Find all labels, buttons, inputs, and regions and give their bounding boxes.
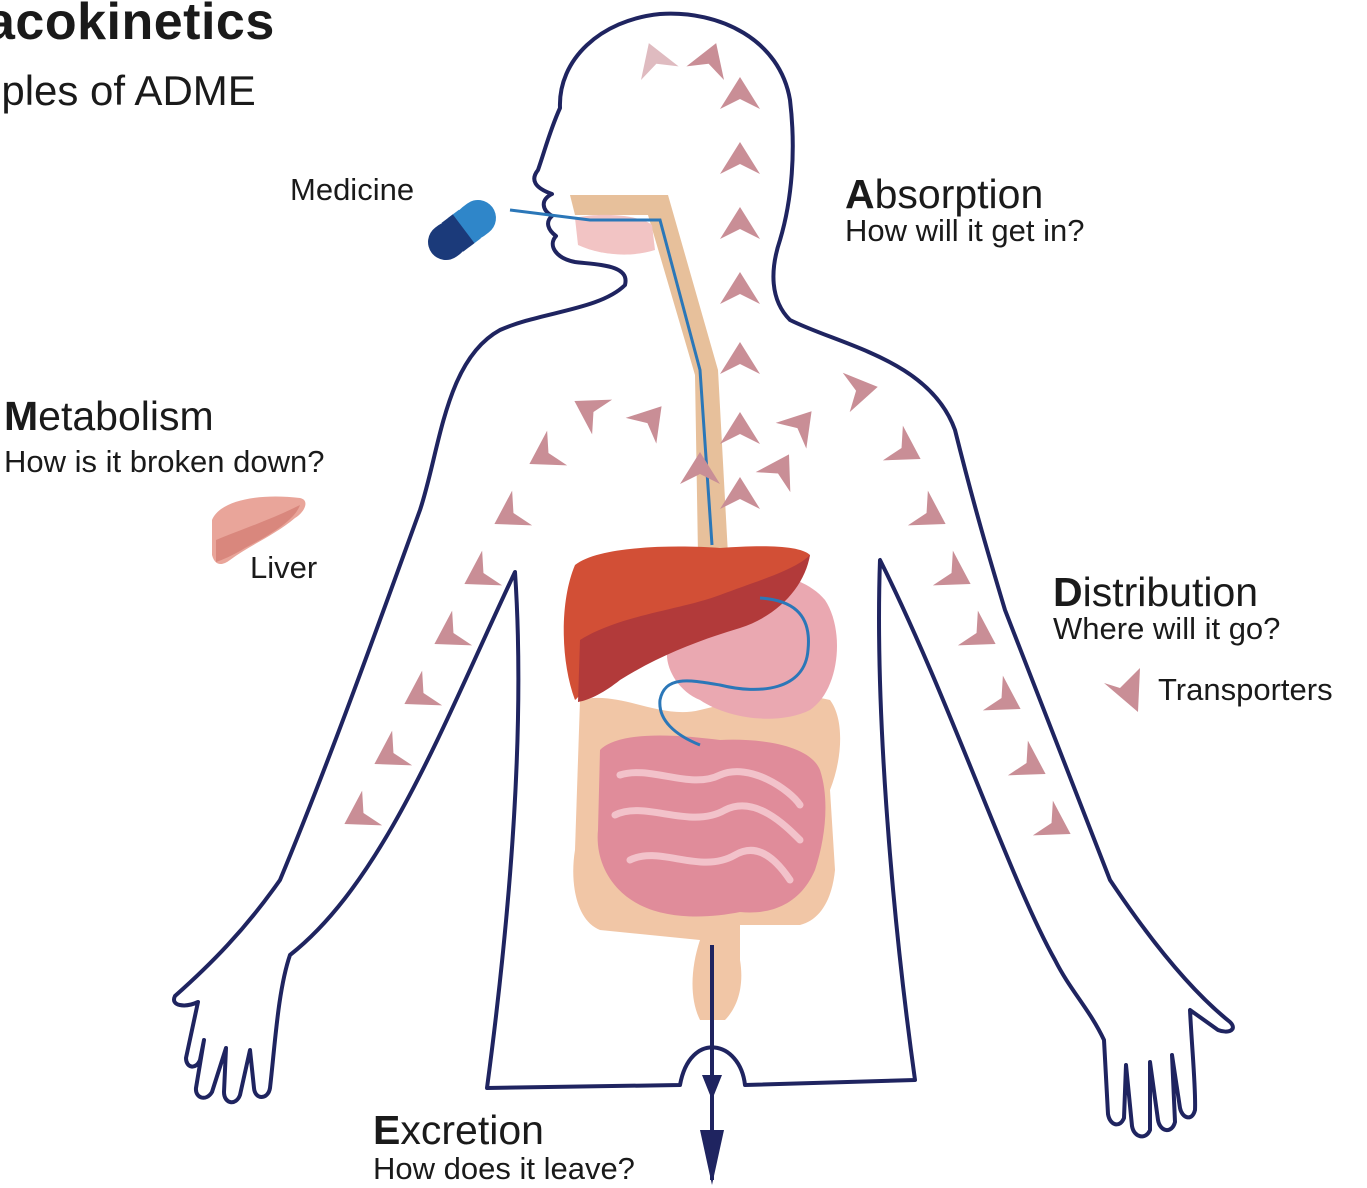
absorption-heading: Absorption — [845, 174, 1043, 215]
metabolism-rest: etabolism — [38, 393, 213, 439]
excretion-question: How does it leave? — [373, 1153, 635, 1184]
transporter-chevron-icon — [1008, 741, 1056, 792]
transporter-chevron-icon — [720, 272, 760, 304]
transporter-chevron-icon — [843, 367, 881, 412]
excretion-arrow-2 — [700, 1130, 724, 1185]
transporter-chevron-icon — [484, 491, 532, 542]
metabolism-question: How is it broken down? — [4, 446, 325, 477]
transporter-chevron-icon — [720, 77, 760, 109]
medicine-pill-icon — [421, 193, 503, 267]
page-subtitle: iples of ADME — [0, 70, 256, 112]
metabolism-initial: M — [4, 393, 38, 439]
small-intestine — [598, 736, 826, 917]
transporter-chevron-icon — [394, 671, 442, 722]
transporter-chevron-icon — [776, 398, 827, 448]
absorption-rest: bsorption — [875, 171, 1044, 217]
transporters-label: Transporters — [1158, 674, 1333, 705]
distribution-question: Where will it go? — [1053, 613, 1280, 644]
metabolism-heading: Metabolism — [4, 396, 214, 437]
excretion-heading: Excretion — [373, 1110, 544, 1151]
transporter-chevron-icon — [908, 491, 956, 542]
transporter-chevron-icon — [720, 412, 760, 444]
transporter-chevron-icon — [519, 431, 567, 482]
transporter-chevron-icon — [720, 142, 760, 174]
liver-label: Liver — [250, 552, 317, 583]
transporter-chevron-icon — [756, 444, 807, 492]
transporter-chevron-icon — [983, 676, 1031, 727]
transporter-chevron-icon — [720, 342, 760, 374]
transporter-chevron-icon — [334, 791, 382, 842]
transporter-chevron-icon — [933, 551, 981, 602]
medicine-label: Medicine — [290, 174, 414, 205]
transporter-chevron-icon — [626, 393, 677, 443]
excretion-initial: E — [373, 1107, 400, 1153]
transporter-chevron-icon — [424, 611, 472, 662]
transporter-chevron-icon — [1033, 801, 1081, 852]
excretion-arrow-1 — [702, 1075, 722, 1100]
transporter-chevron-icon — [720, 477, 760, 509]
transporter-chevron-icon — [454, 551, 502, 602]
page-title: acokinetics — [0, 0, 275, 48]
transporter-chevron-icon — [686, 36, 735, 80]
excretion-rest: xcretion — [400, 1107, 544, 1153]
distribution-heading: Distribution — [1053, 572, 1258, 613]
distribution-initial: D — [1053, 569, 1083, 615]
transporter-legend-icon — [1104, 668, 1140, 712]
absorption-initial: A — [845, 171, 875, 217]
distribution-rest: istribution — [1083, 569, 1258, 615]
transporter-chevron-icon — [364, 731, 412, 782]
transporter-chevron-icon — [720, 207, 760, 239]
transporter-chevron-icon — [630, 36, 679, 80]
transporter-chevron-icon — [564, 384, 612, 435]
transporter-chevron-icon — [883, 426, 931, 477]
absorption-question: How will it get in? — [845, 215, 1084, 246]
transporter-chevron-icon — [958, 611, 1006, 662]
